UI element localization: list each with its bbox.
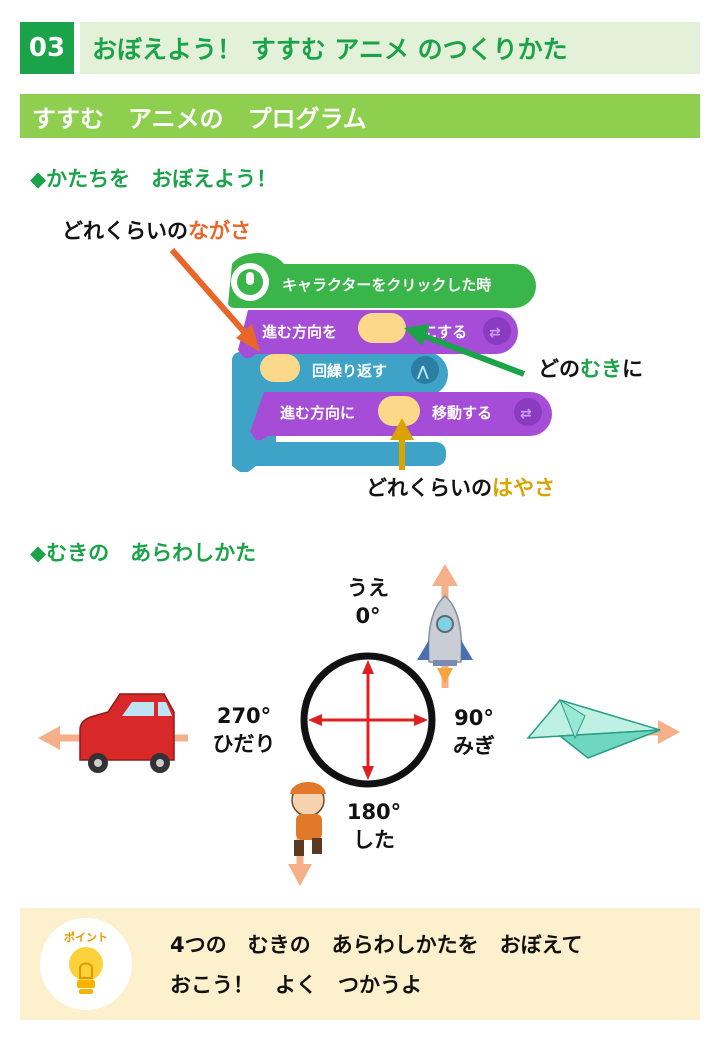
lesson-number: 03 — [20, 22, 74, 74]
section-title: すすむ アニメの プログラム — [20, 94, 700, 138]
boy-character-icon — [290, 782, 326, 856]
shape-heading: ◆かたちを おぼえよう！ — [30, 167, 278, 191]
point-note-text: 4つの むきの あらわしかたを おぼえて おこう！ よく つかうよ — [170, 933, 583, 997]
direction-heading: ◆むきの あらわしかた — [30, 541, 257, 565]
direction-down-degree: 180° — [346, 800, 402, 824]
up-arrow — [432, 564, 458, 586]
block-program: キャラクターをクリックした時 進む方向を にする ⇄ 回繰り返す ⋀ 進む方向に… — [169, 248, 552, 472]
length-label-highlight: ながさ — [188, 219, 251, 243]
point-note-box — [20, 908, 700, 1020]
direction-right-word: みぎ — [453, 734, 495, 758]
direction-up-word: うえ — [347, 576, 389, 600]
move-label-before: 進む方向に — [280, 404, 355, 422]
speed-label-prefix: どれくらいの — [366, 476, 492, 500]
hint-badge-label: ポイント — [64, 931, 108, 944]
repeat-label: 回繰り返す — [312, 362, 387, 380]
direction-up-degree: 0° — [355, 604, 381, 628]
direction-down-word: した — [353, 828, 395, 852]
direction-left-degree: 270° — [216, 704, 272, 728]
direction-left: 270° ひだり — [202, 702, 286, 758]
direction-slot — [358, 313, 406, 343]
svg-text:⋀: ⋀ — [417, 364, 429, 380]
direction-right: 90° みぎ — [442, 704, 506, 760]
rocket-icon — [417, 595, 473, 684]
hat-label: キャラクターをクリックした時 — [282, 276, 491, 294]
speed-label-highlight: はやさ — [492, 476, 555, 500]
direction-label-suffix: に — [622, 357, 643, 381]
direction-label-highlight: むき — [580, 357, 622, 381]
direction-arrow — [422, 333, 526, 377]
direction-label: どのむきに — [538, 353, 643, 383]
direction-down: 180° した — [336, 798, 412, 854]
lesson-title: おぼえよう！ すすむ アニメ のつくりかた — [80, 22, 700, 74]
direction-up: うえ 0° — [330, 574, 406, 630]
set-direction-label-before: 進む方向を — [262, 323, 337, 341]
right-arrow — [658, 720, 680, 744]
direction-diagram — [38, 564, 680, 886]
direction-right-degree: 90° — [454, 706, 494, 730]
svg-text:⇄: ⇄ — [520, 406, 532, 422]
direction-left-word: ひだり — [212, 732, 276, 756]
speed-slot — [378, 396, 420, 426]
length-label-prefix: どれくらいの — [62, 219, 188, 243]
length-label: どれくらいのながさ — [62, 215, 251, 245]
length-arrow — [169, 248, 249, 336]
hat-block — [228, 252, 536, 308]
car-icon — [79, 693, 175, 773]
speed-label: どれくらいのはやさ — [366, 472, 555, 502]
repeat-count-slot — [260, 354, 300, 382]
down-arrow — [288, 864, 312, 886]
direction-label-prefix: どの — [538, 357, 580, 381]
left-arrow — [38, 726, 60, 750]
light-bulb-icon — [69, 947, 103, 994]
svg-text:⇄: ⇄ — [489, 325, 501, 341]
paper-plane-icon — [526, 698, 661, 759]
compass-circle — [300, 652, 436, 788]
move-label-after: 移動する — [432, 404, 492, 422]
